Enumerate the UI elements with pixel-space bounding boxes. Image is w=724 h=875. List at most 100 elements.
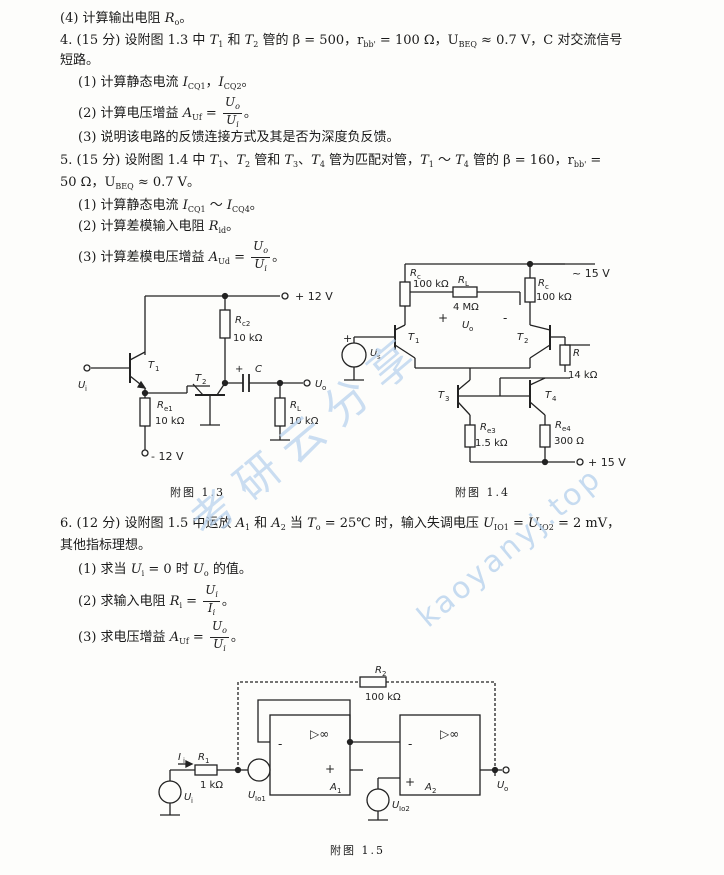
numerator: Uo	[222, 95, 242, 114]
resistor-r1	[194, 764, 218, 776]
wire	[529, 401, 546, 416]
denominator: Ui	[210, 638, 229, 655]
q4-sub1-line: (1) 计算静态电流 ICQ1，ICQ2。	[78, 75, 255, 95]
plus-sign: +	[438, 311, 448, 325]
subscript: e3	[487, 427, 496, 435]
value-re3: 1.5 kΩ	[475, 438, 508, 449]
resistor-re3	[464, 424, 476, 448]
figure-1-4-circuit: ~ 15 V R c 100 kΩ R L 4 MΩ + - U o R c 1…	[341, 260, 626, 469]
subscript: 2	[432, 787, 436, 795]
terminal	[281, 292, 289, 300]
symbol: U	[254, 257, 265, 271]
subscript: CQ1	[187, 205, 206, 214]
resistor-rc2	[219, 309, 231, 339]
text: =	[182, 594, 202, 609]
symbol: U	[483, 516, 495, 531]
subscript: 1	[205, 757, 209, 765]
symbol: U	[213, 637, 224, 651]
value-re4: 300 Ω	[554, 436, 584, 447]
subscript: s	[377, 353, 381, 361]
node	[346, 738, 354, 746]
q4-sub4-line: (4) 计算输出电阻 Ro。	[60, 11, 192, 31]
subscript: c	[417, 273, 421, 281]
subscript: CQ2	[223, 82, 242, 91]
subscript: 4	[463, 160, 469, 169]
label-minus-15v: ~ 15 V	[572, 267, 610, 280]
opamp-a2	[399, 714, 481, 796]
subscript: BEQ	[458, 40, 477, 49]
text: 。	[179, 11, 193, 26]
label-t3: T	[438, 390, 445, 401]
symbol: U	[224, 95, 236, 109]
text: (4) 计算输出电阻	[60, 11, 165, 26]
subscript: o	[174, 18, 180, 27]
node	[541, 458, 549, 466]
symbol: I	[182, 75, 188, 90]
symbol: A	[271, 516, 281, 531]
text: (2) 计算差模输入电阻	[78, 219, 209, 234]
subscript: Io2	[399, 805, 410, 813]
wire	[529, 324, 551, 331]
subscript: id	[218, 226, 227, 235]
subscript: 2	[524, 337, 528, 345]
voltage-source-ui	[158, 780, 182, 804]
resistor-rl	[452, 286, 478, 298]
subscript: CQ4	[232, 205, 250, 214]
resistor-r	[559, 344, 571, 366]
plus-sign: +	[405, 775, 415, 789]
text: 6. (12 分) 设附图 1.5 中运放	[60, 516, 236, 531]
subscript: o	[222, 626, 227, 635]
q6-cont-line: 其他指标理想。	[60, 538, 152, 553]
wire	[529, 344, 551, 359]
subscript: 2	[202, 378, 206, 386]
text: (1) 计算静态电流	[78, 75, 183, 90]
wire	[457, 401, 471, 416]
resistor-re1	[139, 397, 151, 427]
subscript: 3	[445, 395, 449, 403]
symbol: T	[236, 153, 246, 168]
wire	[192, 383, 204, 396]
minus-sign: -	[278, 737, 282, 751]
subscript: 2	[253, 40, 259, 49]
value-r: 14 kΩ	[568, 370, 598, 381]
text: 管的 β = 160，r	[468, 153, 574, 168]
subscript: IO2	[539, 523, 554, 532]
symbol: I	[226, 198, 233, 213]
symbol: I	[218, 75, 224, 90]
text: =	[508, 516, 529, 531]
denominator: Ui	[223, 114, 242, 131]
subscript: o	[315, 523, 321, 532]
q6-header-line: 6. (12 分) 设附图 1.5 中运放 A1 和 A2 当 To = 25℃…	[60, 516, 620, 536]
text: ≈ 0.7 V。	[133, 175, 201, 190]
subscript: i	[215, 590, 218, 599]
subscript: i	[141, 569, 145, 578]
wire	[394, 344, 416, 359]
subscript: 2	[280, 523, 286, 532]
text: 。	[272, 250, 286, 265]
subscript: L	[297, 405, 301, 413]
text: 。	[249, 198, 263, 213]
text: = 100 Ω，U	[375, 33, 459, 48]
label-rc: R	[410, 268, 417, 279]
terminal	[502, 766, 510, 774]
value-rc-right: 100 kΩ	[536, 292, 572, 303]
symbol: R	[208, 219, 219, 234]
subscript: 4	[552, 395, 557, 403]
numerator: Uo	[209, 620, 229, 638]
denominator: Ii	[203, 602, 220, 619]
subscript: i	[191, 797, 193, 805]
q4-header-line: 4. (15 分) 设附图 1.3 中 T1 和 T2 管的 β = 500，r…	[60, 33, 622, 53]
value-r2: 100 kΩ	[365, 692, 401, 703]
wire	[237, 681, 360, 770]
value-rc2: 10 kΩ	[233, 333, 263, 344]
label-re3: R	[480, 422, 487, 433]
label-r2: R	[375, 665, 382, 676]
subscript: 1	[415, 337, 419, 345]
label-re4: R	[555, 420, 562, 431]
